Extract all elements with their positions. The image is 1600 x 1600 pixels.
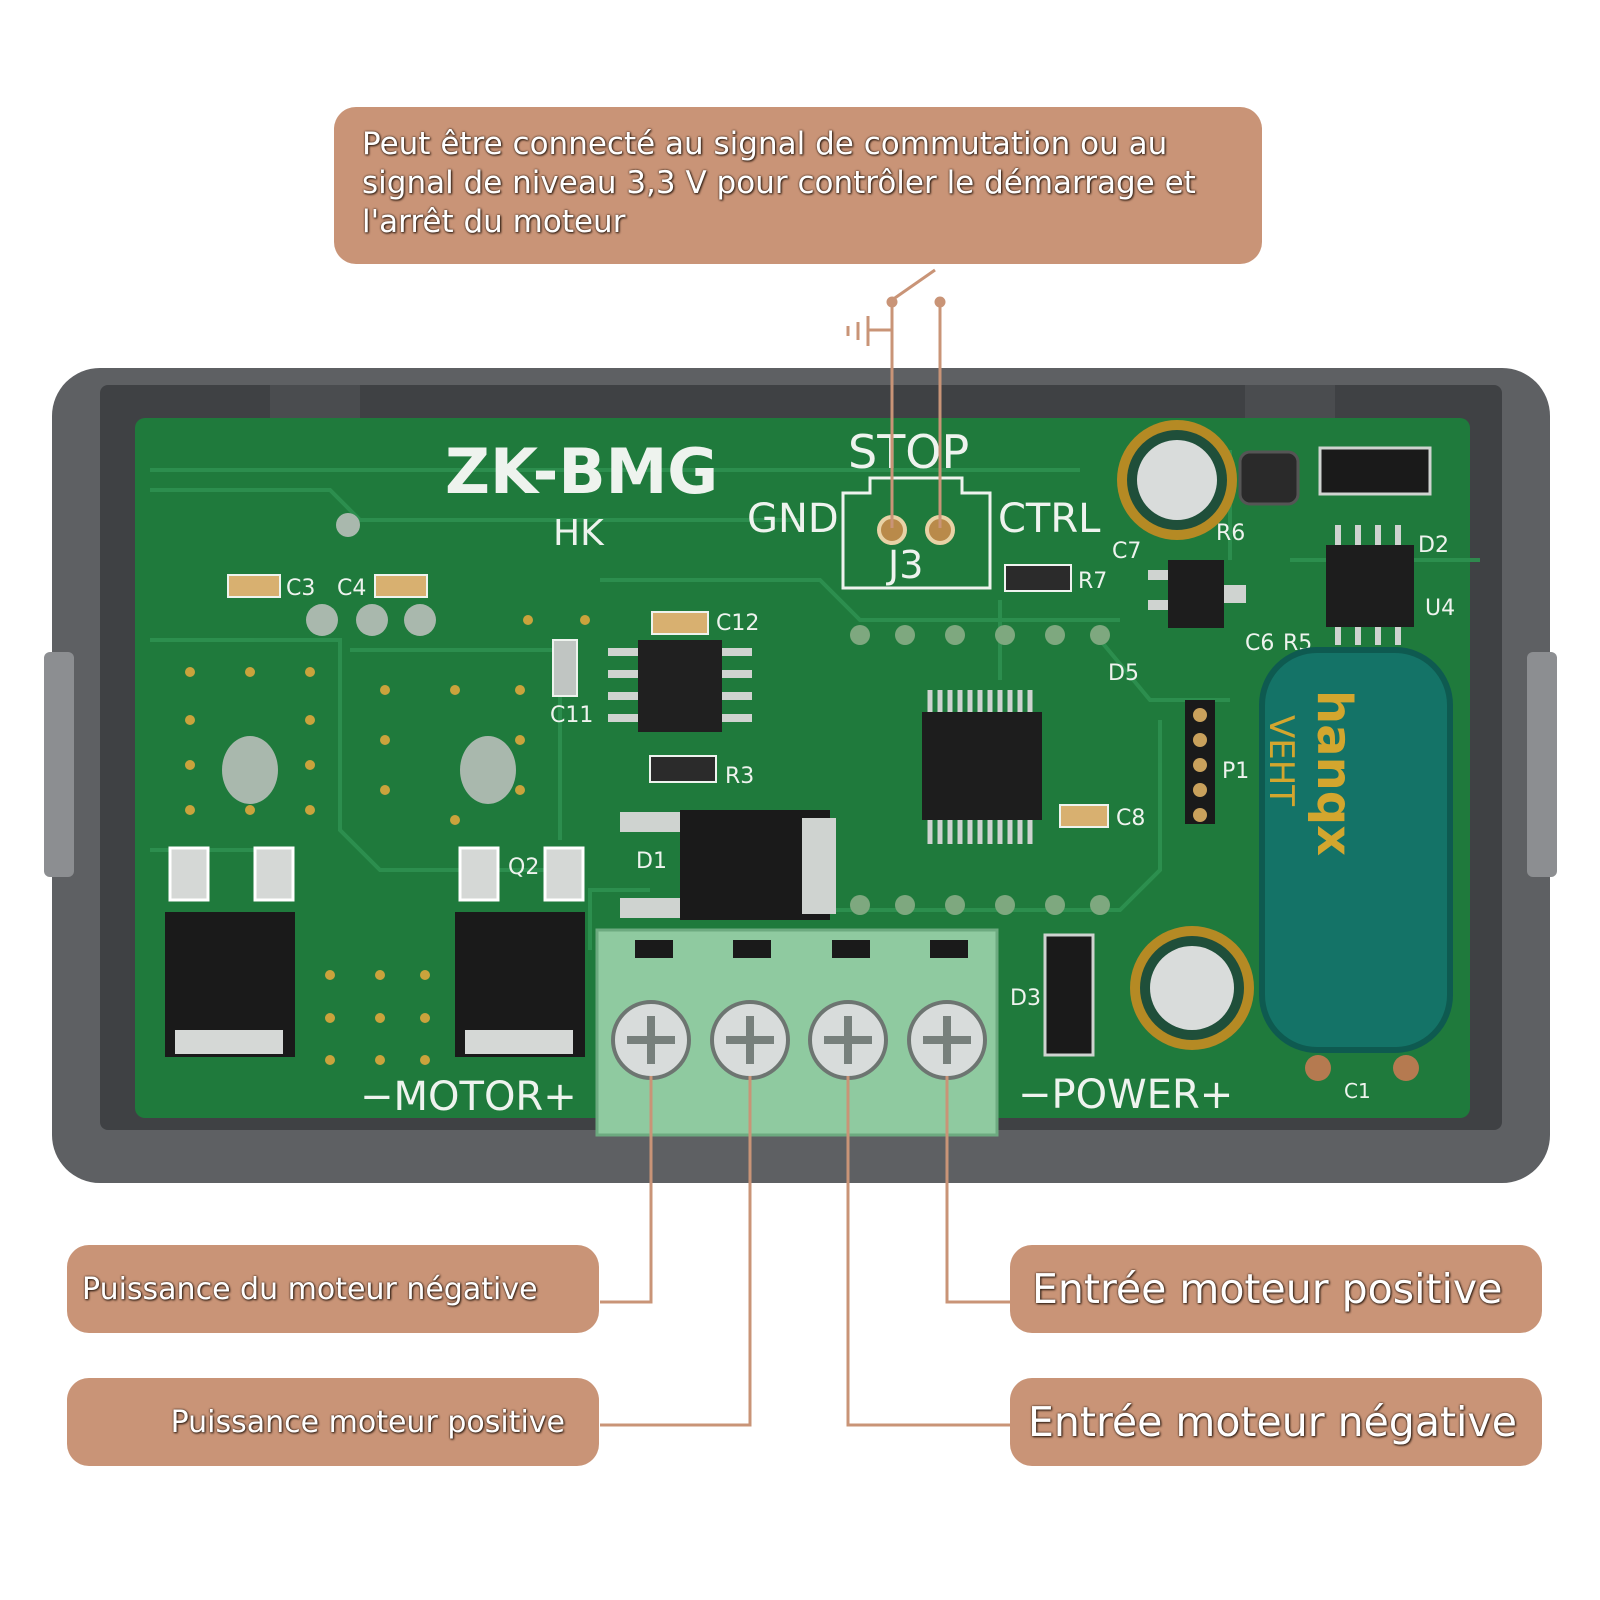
label-c6: C6 <box>1245 631 1274 656</box>
label-d5: D5 <box>1108 661 1139 686</box>
label-r7: R7 <box>1078 569 1107 594</box>
cap-c3 <box>227 574 281 598</box>
diode-d2 <box>1318 446 1432 496</box>
case-clip-right <box>1527 652 1557 877</box>
pad-cluster-left <box>306 513 436 636</box>
motor-label: −MOTOR+ <box>360 1074 577 1120</box>
capacitor-brand: hanqx <box>1306 690 1362 856</box>
case-clip-left <box>44 652 74 877</box>
terminal-screw-1 <box>611 1000 691 1080</box>
label-c4: C4 <box>337 576 366 601</box>
diode-d3 <box>1043 933 1095 1057</box>
ic-8pin-left <box>608 640 752 732</box>
cap-c4 <box>374 574 428 598</box>
label-c12: C12 <box>716 611 759 636</box>
mosfet-q2 <box>455 846 585 1057</box>
via-grid <box>185 615 590 1065</box>
callout-motor-input-negative: Entrée moteur négative <box>1010 1378 1542 1466</box>
power-label: −POWER+ <box>1018 1072 1233 1118</box>
stop-label: STOP <box>848 425 969 479</box>
ctrl-label: CTRL <box>998 496 1101 542</box>
capacitor-bottom <box>1130 926 1254 1050</box>
resistor-r3 <box>649 755 717 783</box>
label-d1: D1 <box>636 849 667 874</box>
capacitor-large: hanqx VEHT <box>1259 647 1453 1081</box>
mosfet-q1 <box>165 846 295 1057</box>
resistor-r7 <box>1004 564 1072 592</box>
callout-control-signal: Peut être connecté au signal de commutat… <box>334 107 1262 264</box>
j3-connector-outline <box>841 476 992 590</box>
label-c1: C1 <box>1344 1079 1371 1103</box>
label-p1: P1 <box>1222 759 1249 784</box>
capacitor-series: VEHT <box>1261 715 1301 806</box>
callout-motor-negative-power: Puissance du moteur négative <box>67 1245 599 1333</box>
sot-transistor <box>1148 560 1246 628</box>
terminal-screw-2 <box>710 1000 790 1080</box>
terminal-screw-3 <box>808 1000 888 1080</box>
gnd-label: GND <box>747 496 839 542</box>
cap-c8 <box>1059 804 1109 828</box>
part-c11 <box>552 639 578 697</box>
inductor <box>1238 450 1300 506</box>
pad-row <box>850 625 1110 915</box>
leader-lines <box>600 305 1010 1427</box>
j3-label: J3 <box>886 543 923 587</box>
label-q2: Q2 <box>508 855 539 880</box>
capacitor-top <box>1117 420 1237 540</box>
label-c11: C11 <box>550 703 593 728</box>
label-u4: U4 <box>1425 596 1455 621</box>
board-model-label: ZK-BMG <box>445 435 718 508</box>
ic-8pin-right <box>1326 525 1414 645</box>
regulator-d1 <box>620 810 836 920</box>
board-brand-label: HK <box>553 513 605 554</box>
label-r3: R3 <box>725 764 754 789</box>
solder-blob-right <box>460 736 516 804</box>
cap-c12 <box>651 611 709 635</box>
label-d2: D2 <box>1418 533 1449 558</box>
label-c8: C8 <box>1116 806 1145 831</box>
label-d3: D3 <box>1010 986 1041 1011</box>
solder-blob-left <box>222 736 278 804</box>
header-p1 <box>1185 700 1215 824</box>
ic-microcontroller <box>922 690 1042 844</box>
callout-motor-input-positive: Entrée moteur positive <box>1010 1245 1542 1333</box>
callout-motor-positive-power: Puissance moteur positive <box>67 1378 599 1466</box>
label-c7: C7 <box>1112 539 1141 564</box>
label-r6: R6 <box>1216 521 1245 546</box>
label-c3: C3 <box>286 576 315 601</box>
terminal-screw-4 <box>907 1000 987 1080</box>
switch-symbol <box>846 268 946 346</box>
